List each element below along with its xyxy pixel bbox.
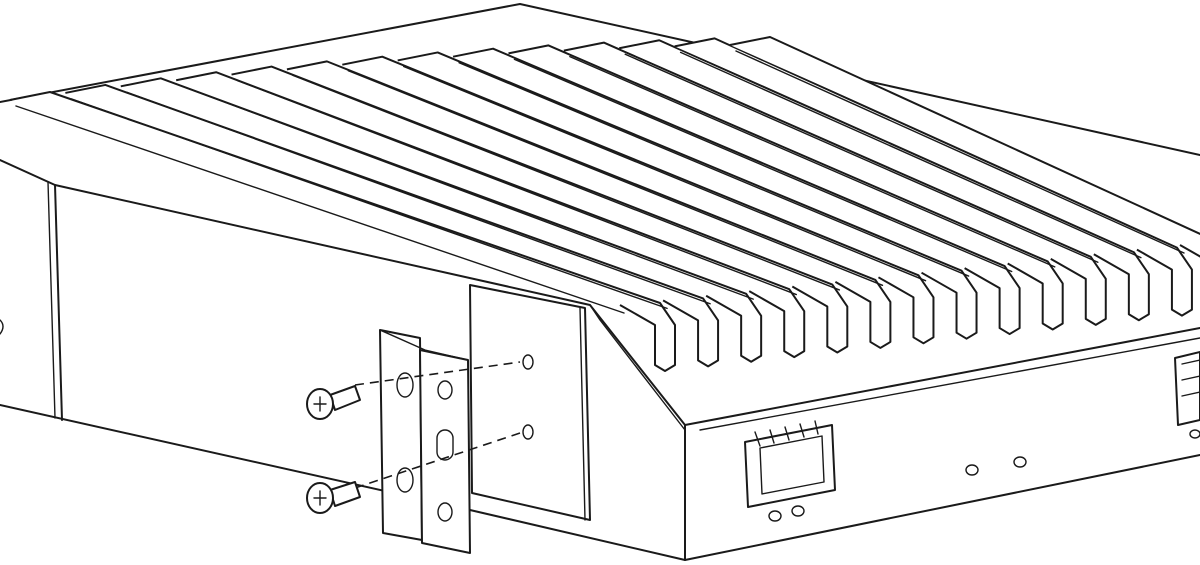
mounting-screw-lower (306, 481, 361, 514)
heatsink-fin-ridge (624, 53, 1099, 263)
device-mount-hole-lower-icon (522, 424, 534, 440)
heatsink-fins (9, 36, 1200, 372)
front-hole-a-icon (965, 464, 979, 476)
sfp-port-left (744, 420, 836, 522)
heatsink-fin-ridge (70, 98, 668, 310)
sfp-led-right-icon (1189, 429, 1200, 439)
heatsink-fin (175, 71, 806, 359)
heatsink-fin-ridge (569, 55, 1056, 268)
bracket-ear-hole-bottom-icon (437, 502, 453, 522)
heatsink-fin-ridge (513, 58, 1013, 273)
rack-mount-bracket (379, 329, 471, 554)
sfp-led-left-b-icon (791, 505, 805, 517)
device-mount-hole-upper-icon (522, 354, 534, 370)
bracket-flange-hole-upper-icon (396, 372, 414, 398)
heatsink-fin-ridge (458, 61, 970, 277)
screw-shank-upper (329, 385, 361, 411)
sfp-port-right (1174, 351, 1200, 439)
heatsink-top (0, 3, 1200, 372)
bracket-ear-hole-top-icon (437, 380, 453, 400)
side-panel-seam (54, 184, 63, 421)
sfp-led-left-a-icon (768, 510, 782, 522)
top-back-edge (0, 3, 1200, 156)
heatsink-fin (619, 39, 1150, 322)
front-hole-b-icon (1013, 456, 1027, 468)
mounting-screw-upper (306, 385, 361, 420)
screw-shank-lower (329, 481, 361, 507)
heatsink-fin (674, 37, 1193, 317)
heatsink-fin-ridge (402, 65, 927, 282)
heatsink-fin (286, 60, 892, 349)
bracket-side-flange (379, 329, 423, 541)
heatsink-fin (120, 77, 763, 363)
heatsink-fin (452, 47, 1021, 336)
sfp-opening-left (759, 435, 825, 495)
device-left-side (0, 159, 686, 561)
heatsink-fin (397, 51, 978, 340)
heatsink-fin (342, 55, 935, 345)
bracket-flange-hole-lower-icon (396, 467, 414, 493)
sfp-latch-left (754, 420, 819, 447)
device-front-face (684, 327, 1200, 561)
phillips-upper-icon (313, 396, 327, 412)
side-mount-plate (469, 284, 591, 521)
side-hole-left-icon (0, 319, 4, 335)
heatsink-fin-ridge (347, 69, 884, 287)
phillips-lower-icon (313, 490, 327, 506)
heatsink-fin-ridge (236, 79, 798, 296)
side-panel-seam-inner (47, 181, 56, 419)
sfp-cage-left (744, 424, 836, 508)
heatsink-fin-ridge (292, 74, 841, 291)
side-mount-plate-edge (579, 307, 586, 521)
sfp-cage-right (1174, 351, 1200, 426)
alignment-line-upper (354, 361, 521, 386)
heatsink-fin-ridge (126, 91, 711, 305)
heatsink-fin-ridge (679, 51, 1142, 259)
heatsink-fin (729, 36, 1200, 258)
sfp-latch-right (1181, 359, 1200, 397)
heatsink-fin-ridge (15, 105, 625, 314)
front-bevel-edge (589, 304, 686, 431)
heatsink-fin-ridge (181, 85, 754, 300)
bracket-top-bend (379, 329, 469, 361)
bracket-ear-slot-icon (436, 429, 454, 461)
heatsink-fin (508, 44, 1064, 331)
front-lip-line (699, 337, 1200, 431)
front-top-edge (684, 327, 1200, 426)
heatsink-fin-ridge (735, 50, 1185, 254)
front-bottom-edge (684, 454, 1200, 561)
heatsink-fin (563, 41, 1107, 326)
heatsink-fin (231, 65, 849, 354)
